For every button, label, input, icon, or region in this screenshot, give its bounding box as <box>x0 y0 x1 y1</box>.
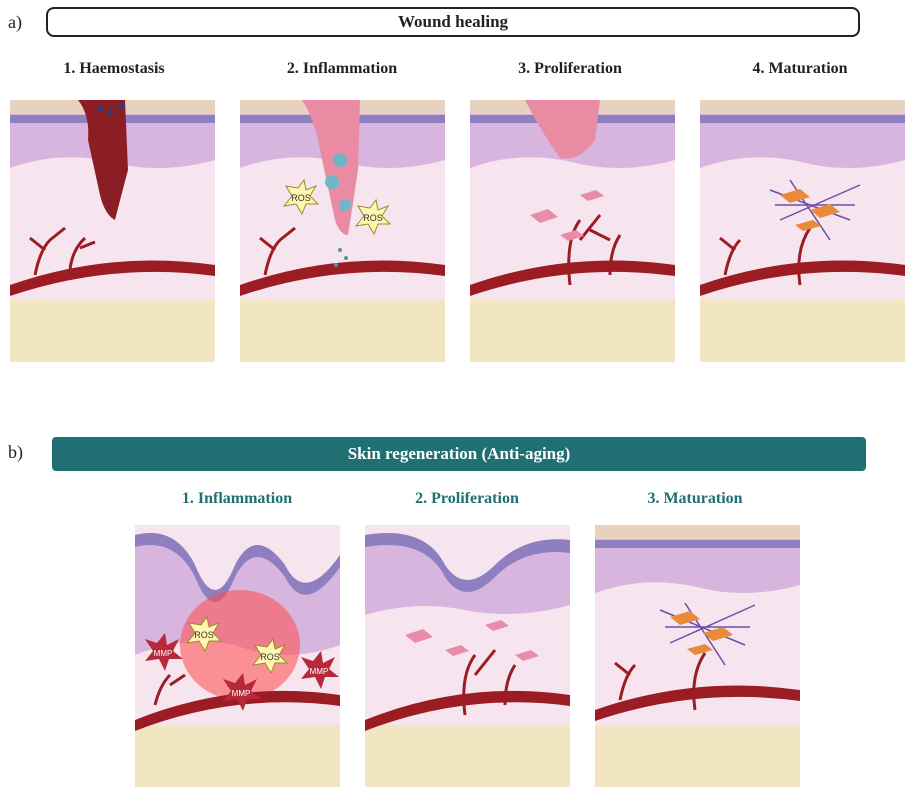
skin-tile-b-proliferation <box>365 525 570 787</box>
ros-label-b2: ROS <box>260 652 280 662</box>
ros-label-a1: ROS <box>291 193 311 203</box>
skin-tile-maturation <box>700 100 905 362</box>
skin-tile-proliferation <box>470 100 675 362</box>
skin-tile-b-inflammation: ROS ROS MMP MMP MMP <box>135 525 340 787</box>
stage-a-3: 3. Proliferation <box>518 60 622 77</box>
mmp-label-2: MMP <box>232 689 251 698</box>
skin-tile-b-maturation <box>595 525 800 787</box>
panel-b-letter: b) <box>8 442 23 462</box>
skin-tile-haemostasis <box>10 100 215 362</box>
panel-a-letter: a) <box>8 12 22 32</box>
panel-b-title: Skin regeneration (Anti-aging) <box>52 437 866 471</box>
panel-a-title: Wound healing <box>46 7 860 37</box>
stage-a-2: 2. Inflammation <box>286 60 398 77</box>
mmp-label-3: MMP <box>310 667 329 676</box>
skin-tile-inflammation: ROS ROS <box>240 100 445 362</box>
stage-a-1: 1. Haemostasis <box>63 60 165 77</box>
mmp-label-1: MMP <box>154 649 173 658</box>
ros-label-a2: ROS <box>363 213 383 223</box>
stage-b-2: 2. Proliferation <box>415 490 519 507</box>
stage-b-1: 1. Inflammation <box>181 490 293 507</box>
stage-a-4: 4. Maturation <box>752 60 848 77</box>
stage-b-3: 3. Maturation <box>647 490 743 507</box>
ros-label-b1: ROS <box>194 630 214 640</box>
